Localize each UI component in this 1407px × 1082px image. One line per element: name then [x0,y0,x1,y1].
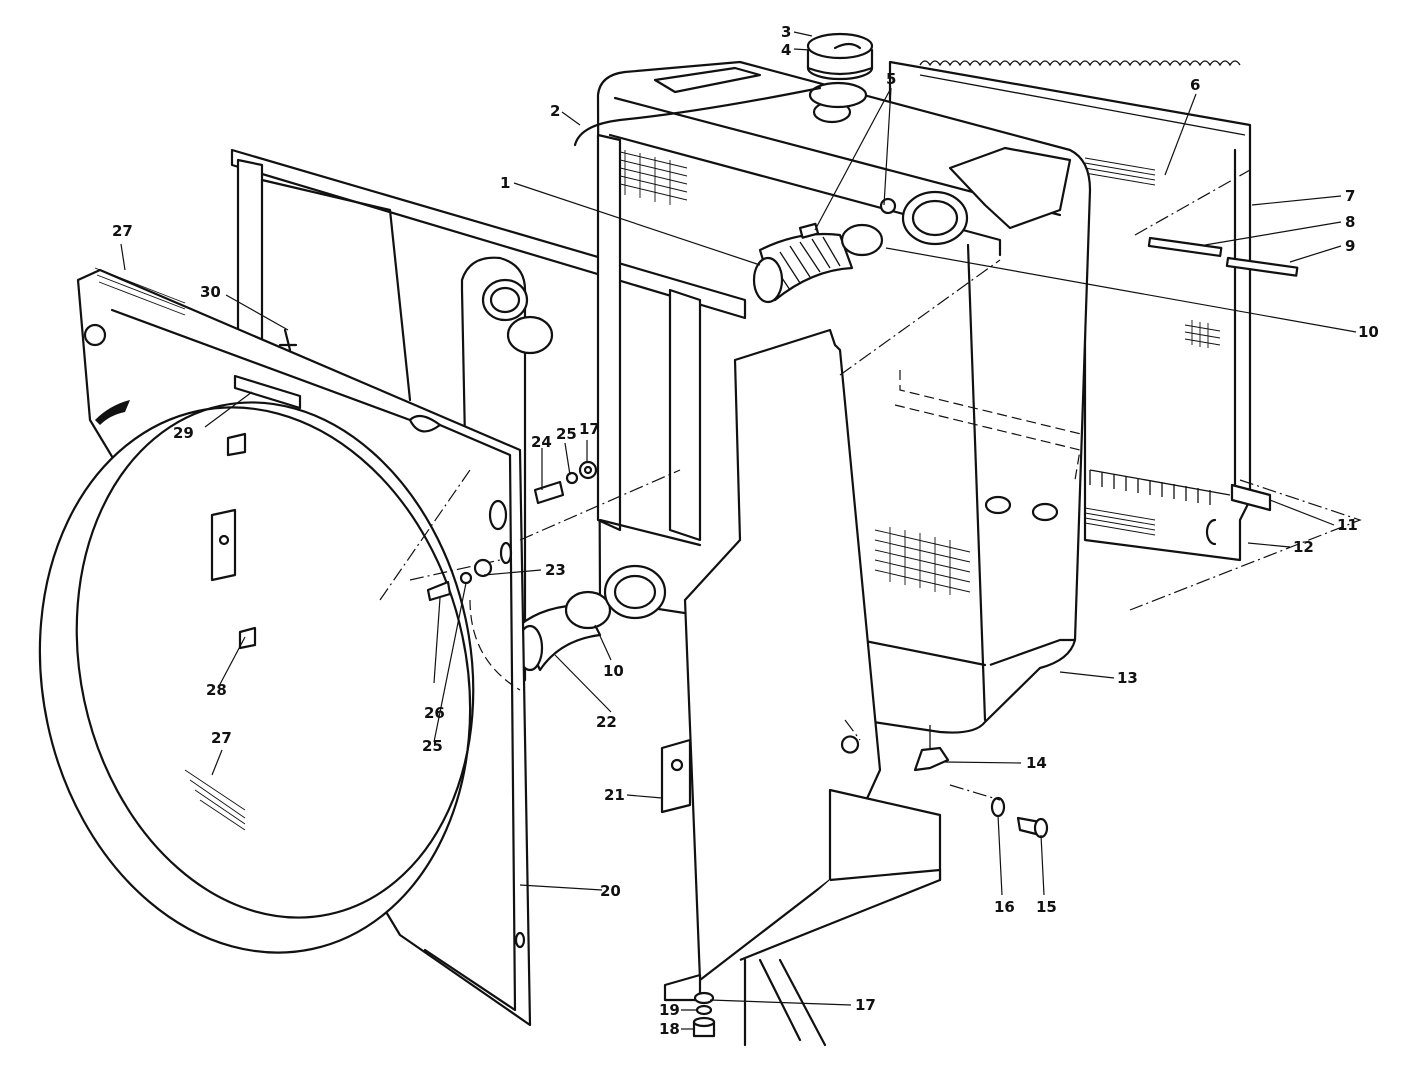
callout-28: 28 [206,681,227,699]
callout-12: 12 [1293,538,1314,556]
fan-shroud [38,267,681,1027]
callout-5: 5 [886,70,896,88]
callout-4: 4 [781,41,791,59]
callouts: 1 2 3 4 5 6 7 8 9 10 10 11 12 13 14 15 1… [112,23,1379,1038]
callout-15: 15 [1036,898,1057,916]
callout-25-upper: 25 [556,425,577,443]
callout-17-upper: 17 [579,420,600,438]
callout-27-lower: 27 [211,729,232,747]
callout-1: 1 [500,174,510,192]
radiator-core-panel [888,60,1362,611]
callout-10-lower: 10 [603,662,624,680]
filler-cap [806,32,874,81]
callout-27-upper: 27 [112,222,133,240]
callout-21: 21 [604,786,625,804]
callout-20: 20 [600,882,621,900]
callout-9: 9 [1345,237,1355,255]
callout-2: 2 [550,102,560,120]
callout-16: 16 [994,898,1015,916]
leader-lines [120,31,1357,1030]
callout-25-lower: 25 [422,737,443,755]
callout-10-upper: 10 [1358,323,1379,341]
callout-17-lower: 17 [855,996,876,1014]
callout-6: 6 [1190,76,1200,94]
callout-14: 14 [1026,754,1047,772]
fasteners [426,259,1049,1038]
callout-7: 7 [1345,187,1355,205]
callout-30: 30 [200,283,221,301]
side-baffle [660,328,942,1047]
callout-22: 22 [596,713,617,731]
callout-19: 19 [659,1001,680,1019]
callout-23: 23 [545,561,566,579]
callout-11: 11 [1337,516,1358,534]
callout-29: 29 [173,424,194,442]
upper-hose [752,190,969,304]
callout-3: 3 [781,23,791,41]
callout-26: 26 [424,704,445,722]
callout-8: 8 [1345,213,1355,231]
callout-13: 13 [1117,669,1138,687]
callout-18: 18 [659,1020,680,1038]
callout-24: 24 [531,433,552,451]
lower-hose [516,564,667,672]
